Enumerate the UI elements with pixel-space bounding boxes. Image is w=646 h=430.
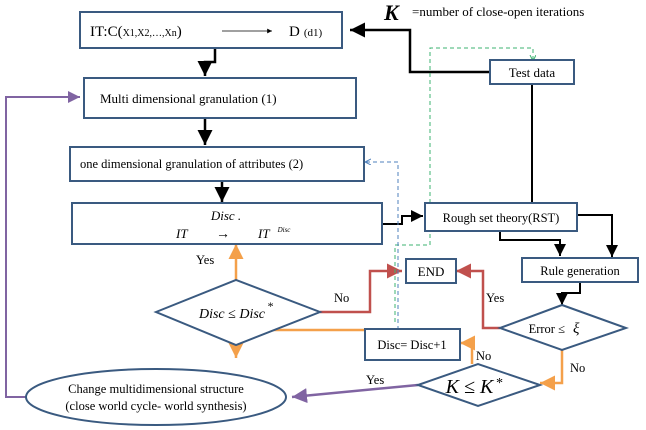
- legend-symbol: K: [383, 0, 400, 25]
- label-yes-k: Yes: [366, 373, 384, 387]
- node-disc-arrow: →: [216, 227, 230, 242]
- node-k-decision-label: K ≤ K*: [445, 376, 503, 398]
- node-change-structure: [25, 368, 287, 426]
- node-error-decision-label: Error ≤ξ: [529, 321, 580, 337]
- node-one-granulation: [69, 146, 365, 182]
- edge-error-to-end: [456, 263, 500, 330]
- node-multi-granulation: [83, 77, 357, 119]
- node-disc-left: IT: [175, 226, 188, 241]
- edge-test-to-it: [350, 22, 490, 74]
- node-change-structure-line1: Change multidimensional structure: [68, 382, 244, 396]
- node-test-data-label: Test data: [509, 65, 556, 80]
- node-it-target: D(d1): [289, 24, 323, 40]
- label-yes-error: Yes: [486, 291, 504, 305]
- node-change-structure-line2: (close world cycle- world synthesis): [65, 399, 246, 413]
- node-rst-label: Rough set theory(RST): [443, 211, 560, 225]
- node-end: [405, 258, 457, 284]
- node-disc-increment-label: Disc= Disc+1: [377, 338, 446, 352]
- edge-k-to-inc: [460, 335, 475, 364]
- label-no-disc: No: [334, 291, 349, 305]
- label-no-k: No: [476, 349, 491, 363]
- node-one-granulation-label: one dimensional granulation of attribute…: [80, 157, 303, 171]
- edge-rule-to-error: [556, 280, 581, 305]
- edge-disc-decision-to-end: [320, 263, 402, 314]
- edge-k-to-change: [291, 383, 419, 404]
- node-multi-granulation-label: Multi dimensional granulation (1): [100, 91, 277, 106]
- edge-dashed-blue: [366, 162, 399, 330]
- node-test-data: [489, 59, 575, 85]
- node-k-decision: [414, 362, 544, 408]
- node-rule-generation: [521, 257, 639, 283]
- node-error-decision: [497, 303, 630, 352]
- legend-text: =number of close-open iterations: [412, 4, 584, 19]
- edge-rst-to-rule: [499, 230, 566, 256]
- label-yes-disc: Yes: [196, 253, 214, 267]
- edge-error-to-k: [540, 350, 564, 391]
- node-disc-box: [71, 202, 383, 245]
- node-rst: [424, 202, 578, 232]
- edge-dashed-green: [394, 47, 533, 322]
- node-it-box: [79, 11, 343, 49]
- node-disc-increment: [364, 328, 461, 361]
- node-rule-generation-label: Rule generation: [540, 264, 620, 278]
- label-no-error: No: [570, 361, 585, 375]
- node-disc-top: Disc .: [210, 208, 241, 223]
- node-disc-decision: [153, 278, 323, 347]
- edge-disc-to-rst: [382, 210, 423, 225]
- node-it-label: IT:C(X1,X2,…,Xn): [90, 24, 182, 40]
- node-disc-decision-label: Disc ≤ Disc*: [198, 299, 273, 322]
- edge-it-to-multi: [197, 47, 217, 76]
- edge-change-to-multi: [5, 91, 80, 398]
- node-end-label: END: [418, 264, 445, 279]
